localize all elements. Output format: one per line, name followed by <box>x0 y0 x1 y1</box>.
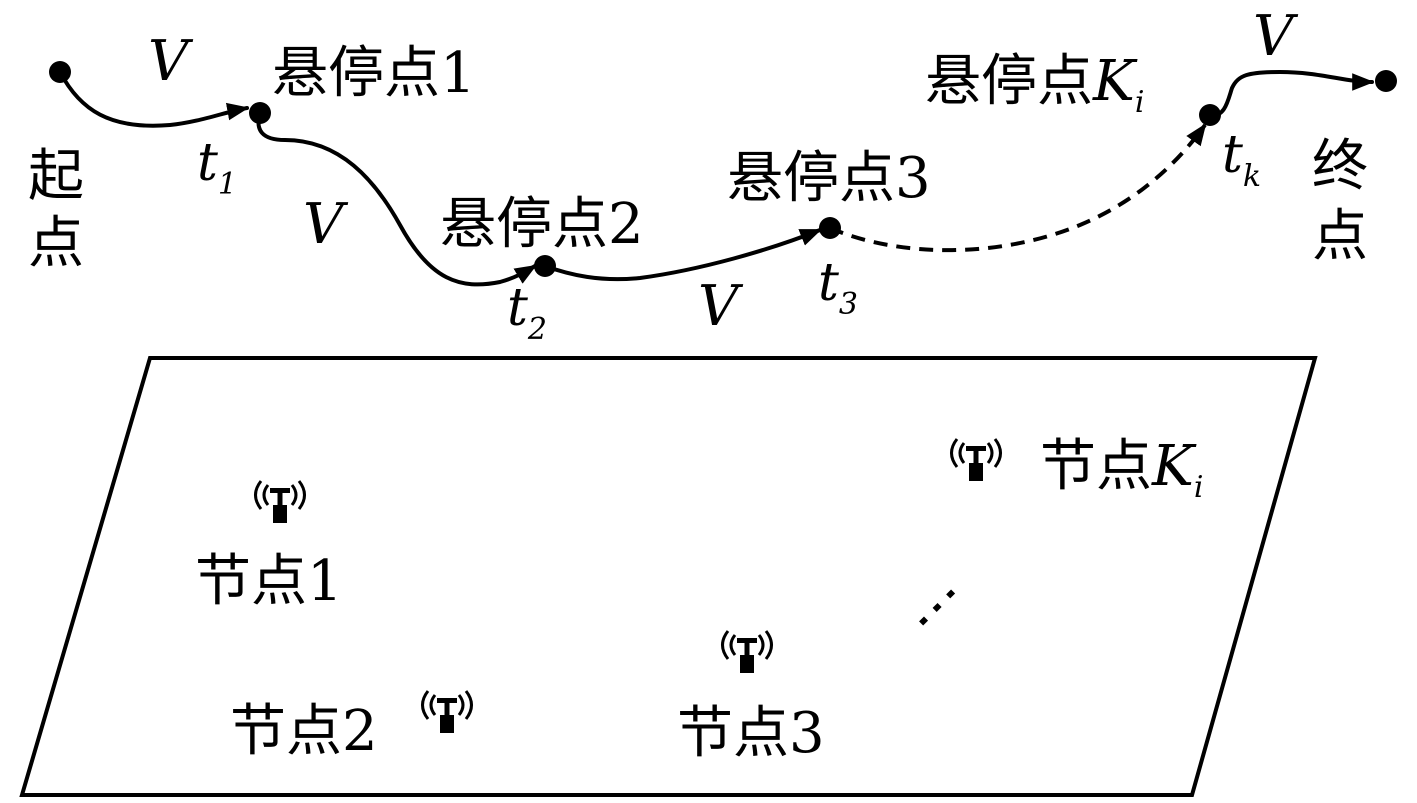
speed-label-1: V <box>148 29 194 94</box>
time-label-3: t3 <box>818 253 858 322</box>
node-label-2: 节点2 <box>230 699 378 764</box>
trajectory: 起 点 终 点 V V V V 悬停点1 悬停点2 悬停点3 悬停点Ki t1 … <box>28 4 1397 347</box>
speed-label-4: V <box>1253 4 1299 69</box>
start-label-char-2: 点 <box>28 211 84 276</box>
segment-start-to-hover-1 <box>58 70 250 128</box>
speed-label-2: V <box>303 192 349 257</box>
start-label: 起 点 <box>28 144 84 276</box>
end-point <box>1375 70 1397 92</box>
hover-point-2 <box>534 255 556 277</box>
start-label-char-1: 起 <box>28 144 84 209</box>
end-label-char-1: 终 <box>1312 134 1368 199</box>
end-label-char-2: 点 <box>1312 204 1368 269</box>
start-point <box>49 61 71 83</box>
hover-label-1: 悬停点1 <box>272 41 476 106</box>
end-label: 终 点 <box>1312 134 1368 269</box>
node-label-1: 节点1 <box>195 549 343 614</box>
antenna-icon-node-1 <box>254 479 306 525</box>
speed-label-3: V <box>698 274 744 339</box>
time-label-2: t2 <box>507 278 547 347</box>
antenna-icon-node-3 <box>721 629 773 675</box>
time-label-1: t1 <box>197 133 237 202</box>
antenna-icon-node-2 <box>421 689 473 735</box>
hover-label-2: 悬停点2 <box>440 192 644 257</box>
node-label-k: 节点Ki <box>1040 434 1203 505</box>
ellipsis-dots: ⋮ <box>895 564 981 650</box>
segment-hover-k-to-end <box>1208 69 1375 118</box>
time-label-k: tk <box>1222 125 1261 194</box>
hover-point-3 <box>819 217 841 239</box>
segment-hover-1-to-hover-2 <box>256 111 537 287</box>
segment-hover-3-to-hover-k <box>829 123 1207 253</box>
segment-hover-2-to-hover-3 <box>543 228 823 282</box>
hover-point-k <box>1199 104 1221 126</box>
ground-plane: 节点1 节点2 节点3 节点Ki ⋮ <box>19 356 1318 797</box>
hover-label-k: 悬停点Ki <box>925 49 1144 120</box>
hover-label-3: 悬停点3 <box>727 146 931 211</box>
hover-point-1 <box>249 102 271 124</box>
antenna-icon-node-k <box>950 437 1002 483</box>
node-label-3: 节点3 <box>677 701 825 766</box>
ground-parallelogram <box>19 356 1318 797</box>
